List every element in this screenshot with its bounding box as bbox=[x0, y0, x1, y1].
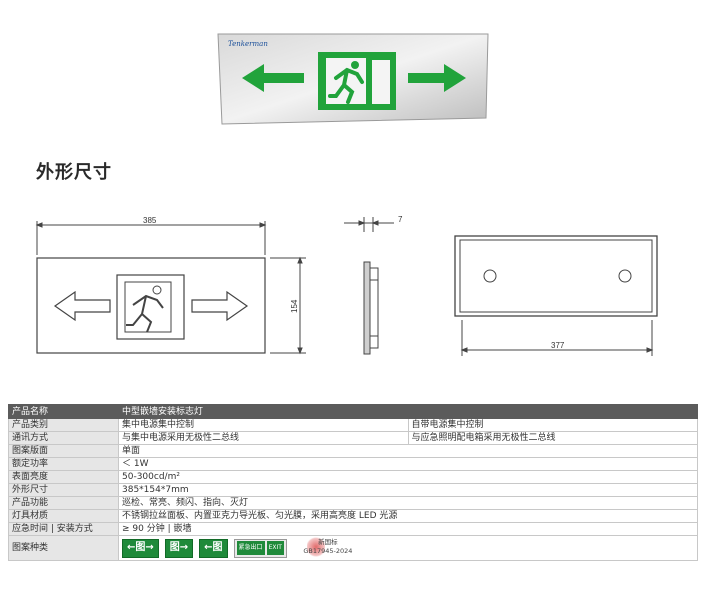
side-view bbox=[344, 217, 394, 355]
row-value: 中型嵌墙安装标志灯 bbox=[118, 404, 698, 419]
dimension-drawing: 385 154 7 377 bbox=[35, 215, 658, 356]
section-title: 外形尺寸 bbox=[36, 162, 112, 183]
row-value: 与应急照明配电箱采用无极性二总线 bbox=[407, 431, 698, 445]
row-key: 产品类别 bbox=[8, 418, 119, 432]
row-value: ≥ 90 分钟 | 嵌墙 bbox=[118, 522, 698, 536]
exit-sign-wide-icon: 紧急出口 EXIT bbox=[233, 538, 287, 558]
row-key: 应急时间 | 安装方式 bbox=[8, 522, 119, 536]
row-key: 图案种类 bbox=[8, 535, 119, 561]
back-width-label: 377 bbox=[551, 341, 565, 350]
table-row: 图案版面 单面 bbox=[8, 444, 698, 458]
row-key: 额定功率 bbox=[8, 457, 119, 471]
row-value: 自带电源集中控制 bbox=[407, 418, 698, 432]
front-width-label: 385 bbox=[143, 216, 157, 225]
front-view bbox=[35, 221, 306, 355]
row-value: 集中电源集中控制 bbox=[118, 418, 409, 432]
product-photo: Tenkerman bbox=[217, 33, 489, 125]
table-row: 通讯方式 与集中电源采用无极性二总线 与应急照明配电箱采用无极性二总线 bbox=[8, 431, 698, 445]
row-value: 50-300cd/m² bbox=[118, 470, 698, 484]
pictogram-cell: ←图→ 图→ ←图 紧急出口 EXIT 新国标 GB17945-2024 bbox=[118, 535, 698, 561]
table-row: 产品名称 中型嵌墙安装标志灯 bbox=[8, 404, 698, 419]
row-key: 表面亮度 bbox=[8, 470, 119, 484]
left-arrow-icon bbox=[242, 64, 304, 92]
spec-table: 产品名称 中型嵌墙安装标志灯 产品类别 集中电源集中控制 自带电源集中控制 通讯… bbox=[8, 404, 698, 561]
exit-sign-both-icon: ←图→ bbox=[122, 538, 159, 558]
row-key: 图案版面 bbox=[8, 444, 119, 458]
row-value: ＜ 1W bbox=[118, 457, 698, 471]
table-row: 表面亮度 50-300cd/m² bbox=[8, 470, 698, 484]
cert-stamp: 新国标 GB17945-2024 bbox=[293, 536, 363, 558]
row-key: 通讯方式 bbox=[8, 431, 119, 445]
side-depth-label: 7 bbox=[398, 215, 403, 224]
exit-sign-label-en: EXIT bbox=[266, 541, 284, 555]
table-row: 图案种类 ←图→ 图→ ←图 紧急出口 EXIT 新国标 GB17945-202… bbox=[8, 535, 698, 561]
cert-title: 新国标 bbox=[318, 538, 338, 546]
table-row: 额定功率 ＜ 1W bbox=[8, 457, 698, 471]
table-row: 产品类别 集中电源集中控制 自带电源集中控制 bbox=[8, 418, 698, 432]
exit-sign-label-cn: 紧急出口 bbox=[236, 541, 265, 555]
right-arrow-icon bbox=[408, 64, 466, 92]
front-height-label: 154 bbox=[290, 299, 299, 313]
back-view bbox=[454, 235, 658, 356]
table-row: 灯具材质 不锈钢拉丝面板、内置亚克力导光板、匀光膜，采用高亮度 LED 光源 bbox=[8, 509, 698, 523]
table-row: 外形尺寸 385*154*7mm bbox=[8, 483, 698, 497]
row-key: 灯具材质 bbox=[8, 509, 119, 523]
row-value: 单面 bbox=[118, 444, 698, 458]
exit-sign-right-icon: 图→ bbox=[164, 538, 194, 558]
cert-code: GB17945-2024 bbox=[303, 547, 353, 555]
row-key: 外形尺寸 bbox=[8, 483, 119, 497]
row-value: 与集中电源采用无极性二总线 bbox=[118, 431, 409, 445]
row-key: 产品名称 bbox=[8, 404, 119, 419]
exit-sign-left-icon: ←图 bbox=[199, 538, 228, 558]
brand-logo: Tenkerman bbox=[228, 40, 268, 48]
row-value: 巡检、常亮、频闪、指向、灭灯 bbox=[118, 496, 698, 510]
table-row: 应急时间 | 安装方式 ≥ 90 分钟 | 嵌墙 bbox=[8, 522, 698, 536]
table-row: 产品功能 巡检、常亮、频闪、指向、灭灯 bbox=[8, 496, 698, 510]
row-key: 产品功能 bbox=[8, 496, 119, 510]
row-value: 不锈钢拉丝面板、内置亚克力导光板、匀光膜，采用高亮度 LED 光源 bbox=[118, 509, 698, 523]
running-man-icon bbox=[318, 52, 396, 110]
row-value: 385*154*7mm bbox=[118, 483, 698, 497]
